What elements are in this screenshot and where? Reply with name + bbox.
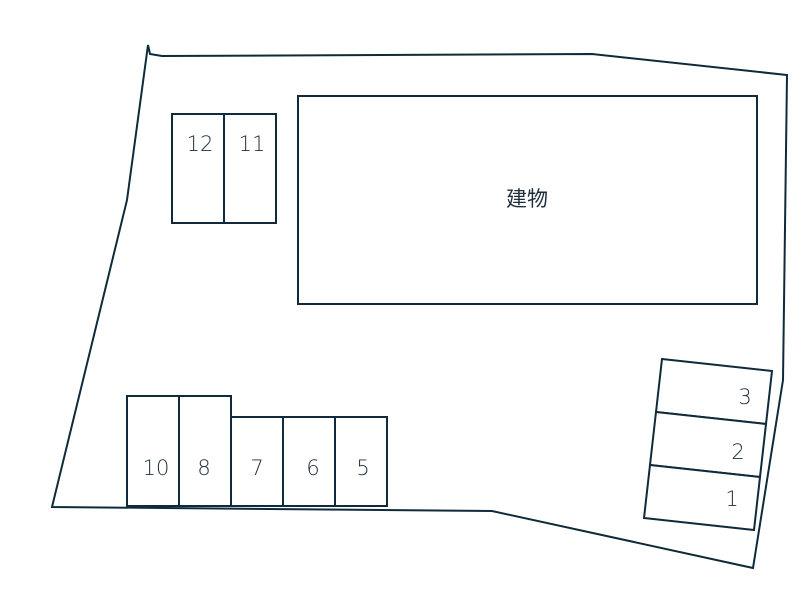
space-label: 7 xyxy=(250,456,263,480)
space-label: 1 xyxy=(725,487,738,511)
space-outline xyxy=(126,395,180,507)
space-label: 5 xyxy=(356,456,369,480)
parking-space-12[interactable]: 12 xyxy=(171,113,225,224)
space-outline xyxy=(178,395,232,507)
parking-space-10[interactable]: 10 xyxy=(126,395,180,507)
space-outline xyxy=(282,416,336,507)
building-label: 建物 xyxy=(506,187,548,211)
building-outline xyxy=(297,95,758,305)
building: 建物 xyxy=(297,95,758,305)
space-label: 6 xyxy=(306,456,319,480)
space-outline xyxy=(171,113,225,224)
parking-space-11[interactable]: 11 xyxy=(223,113,277,224)
space-label: 12 xyxy=(187,132,214,156)
space-outline xyxy=(223,113,277,224)
space-label: 3 xyxy=(738,385,751,409)
space-outline xyxy=(334,416,388,507)
parking-space-8[interactable]: 8 xyxy=(178,395,232,507)
space-label: 8 xyxy=(197,456,210,480)
parking-space-6[interactable]: 6 xyxy=(282,416,336,507)
space-outline xyxy=(642,463,762,532)
space-label: 2 xyxy=(731,440,744,464)
property-boundary xyxy=(50,44,789,570)
parking-space-5[interactable]: 5 xyxy=(334,416,388,507)
space-label: 10 xyxy=(143,456,170,480)
space-outline xyxy=(230,416,284,507)
space-label: 11 xyxy=(239,132,266,156)
parking-space-7[interactable]: 7 xyxy=(230,416,284,507)
parking-space-1[interactable]: 1 xyxy=(642,463,762,532)
